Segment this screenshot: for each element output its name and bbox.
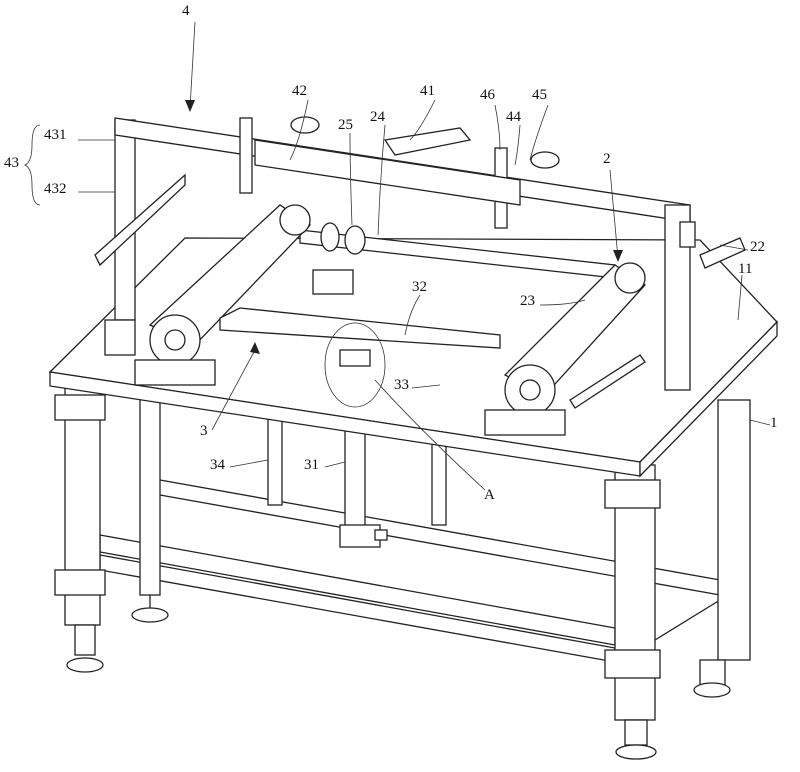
leader-lines [23,21,771,491]
label-34: 34 [210,457,225,473]
lower-frame [99,479,721,663]
label-32: 32 [412,279,427,295]
label-33: 33 [394,377,409,393]
label-44: 44 [506,109,521,125]
label-31: 31 [304,457,319,473]
drive-shaft [299,222,616,279]
label-3: 3 [200,423,208,439]
belt-conveyors [104,204,646,436]
label-2: 2 [603,151,611,167]
gantry-frame [94,116,746,391]
lift-bar [219,307,501,408]
label-41: 41 [420,83,435,99]
label-1: 1 [770,415,778,431]
label-22: 22 [750,239,765,255]
legs [54,384,751,760]
label-46: 46 [480,87,495,103]
label-43: 43 [4,155,19,171]
label-25: 25 [338,117,353,133]
label-431: 431 [44,127,67,143]
label-432: 432 [44,181,67,197]
label-42: 42 [292,83,307,99]
label-24: 24 [370,109,385,125]
label-45: 45 [532,87,547,103]
label-23: 23 [520,293,535,309]
label-A: A [484,487,495,503]
label-11: 11 [738,261,753,277]
label-4: 4 [182,3,190,19]
